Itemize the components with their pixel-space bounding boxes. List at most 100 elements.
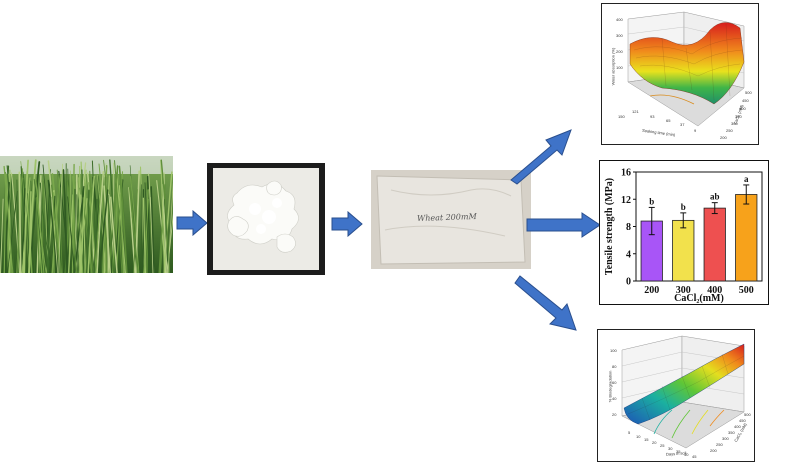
grass-blade: [163, 171, 173, 273]
grass-blade: [130, 176, 140, 273]
x-tick-label: 500: [739, 285, 754, 296]
y-tick: 350: [728, 430, 735, 435]
grass-blade: [87, 175, 95, 273]
grass-blade: [128, 186, 139, 273]
x-tick-label: 300: [676, 285, 691, 296]
grass-blade: [103, 185, 111, 273]
bioplastic-film-photo: Wheat 200mM: [371, 170, 531, 269]
grass-blade: [4, 181, 10, 273]
x-tick: 93: [650, 114, 655, 119]
arrow-right-icon: [176, 210, 208, 236]
y-tick-label: 4: [626, 249, 631, 260]
grass-blade: [142, 197, 146, 273]
grass-blade: [98, 189, 109, 273]
x-tick: 15: [644, 437, 649, 442]
grass-blade: [23, 171, 28, 273]
grass-blade: [30, 180, 35, 273]
z-tick: 400: [616, 17, 623, 22]
y-tick: 450: [739, 418, 746, 423]
z-tick: 80: [612, 364, 617, 369]
y-tick-label: 8: [626, 222, 631, 233]
grass-blade: [62, 169, 68, 273]
arrow-diagonal-down-icon: [514, 275, 577, 331]
grass-blade: [133, 189, 138, 273]
grass-blade: [28, 191, 32, 273]
grass-blade: [110, 196, 118, 273]
grass-blade: [78, 177, 82, 273]
x-tick: 37: [680, 122, 685, 127]
y-tick: 200: [710, 448, 717, 453]
bar: [735, 194, 758, 282]
significance-letter: a: [744, 174, 749, 184]
grass-blade: [119, 194, 125, 273]
grass-blade: [116, 171, 124, 273]
x-tick: 121: [632, 109, 639, 114]
arrow-diagonal-up-icon: [510, 129, 572, 185]
z-tick: 200: [616, 49, 623, 54]
grass-blade: [46, 196, 52, 273]
biodegradation-surface-plot: % Biodegradation Days in soil CaCl₂ (mM)…: [597, 329, 755, 462]
z-tick: 60: [612, 380, 617, 385]
arrow-right-icon: [331, 211, 363, 237]
grass-blade: [35, 197, 40, 273]
z-tick: 20: [612, 412, 617, 417]
y-tick-label: 16: [621, 168, 631, 179]
x-tick: 45: [692, 454, 697, 459]
grass-blade: [140, 184, 143, 273]
grass-blade: [93, 198, 98, 273]
z-axis-label: Water absorption (%): [610, 47, 616, 86]
grass-photo: [0, 156, 173, 273]
grass-blade: [56, 169, 63, 273]
y-tick-label: 0: [626, 277, 631, 288]
x-tick: 65: [666, 118, 671, 123]
z-tick: 100: [610, 348, 617, 353]
x-tick: 10: [636, 434, 641, 439]
grass-blade: [86, 189, 90, 273]
grass-blade: [47, 179, 58, 273]
grass-blade: [160, 159, 165, 273]
x-tick: 20: [652, 440, 657, 445]
grass-blade: [114, 160, 123, 273]
y-tick: 500: [745, 90, 752, 95]
x-tick: 5: [628, 430, 631, 435]
grass-blade: [6, 165, 15, 273]
grass-blade: [128, 186, 136, 273]
bar: [672, 219, 695, 282]
cellulose-fiber-photo: [207, 163, 325, 275]
y-tick: 500: [744, 412, 751, 417]
grass-blade: [107, 194, 115, 273]
grass-blade: [103, 159, 114, 273]
grass-blade: [58, 163, 64, 273]
grass-blade: [35, 178, 45, 273]
x-axis-label: CaCl₂(mM): [674, 293, 724, 304]
grass-blade: [81, 181, 86, 273]
x-tick-label: 200: [644, 285, 659, 296]
grass-blade: [67, 196, 75, 273]
grass-blade: [51, 174, 62, 273]
grass-blade: [146, 175, 151, 273]
x-tick: 30: [668, 446, 673, 451]
grass-blade: [3, 165, 13, 273]
arrow-right-icon: [526, 212, 601, 238]
y-tick: 400: [739, 106, 746, 111]
y-tick: 400: [734, 424, 741, 429]
significance-letter: ab: [710, 192, 720, 202]
y-tick: 450: [742, 98, 749, 103]
grass-blade: [42, 164, 52, 273]
significance-letter: b: [681, 202, 686, 212]
grass-blade: [162, 183, 167, 273]
grass-blade: [82, 176, 93, 273]
x-tick: 25: [660, 443, 665, 448]
z-tick: 100: [616, 65, 623, 70]
grass-blade: [167, 182, 173, 273]
z-tick: 300: [616, 33, 623, 38]
y-tick: 200: [720, 135, 727, 140]
y-tick: 300: [722, 436, 729, 441]
grass-blade: [76, 194, 79, 273]
x-tick-label: 400: [707, 285, 722, 296]
grass-blade: [160, 159, 171, 273]
y-tick: 350: [735, 114, 742, 119]
grass-blade: [166, 213, 173, 273]
y-axis-label: Tensile strength (MPa): [604, 178, 615, 275]
grass-blade: [7, 191, 18, 273]
